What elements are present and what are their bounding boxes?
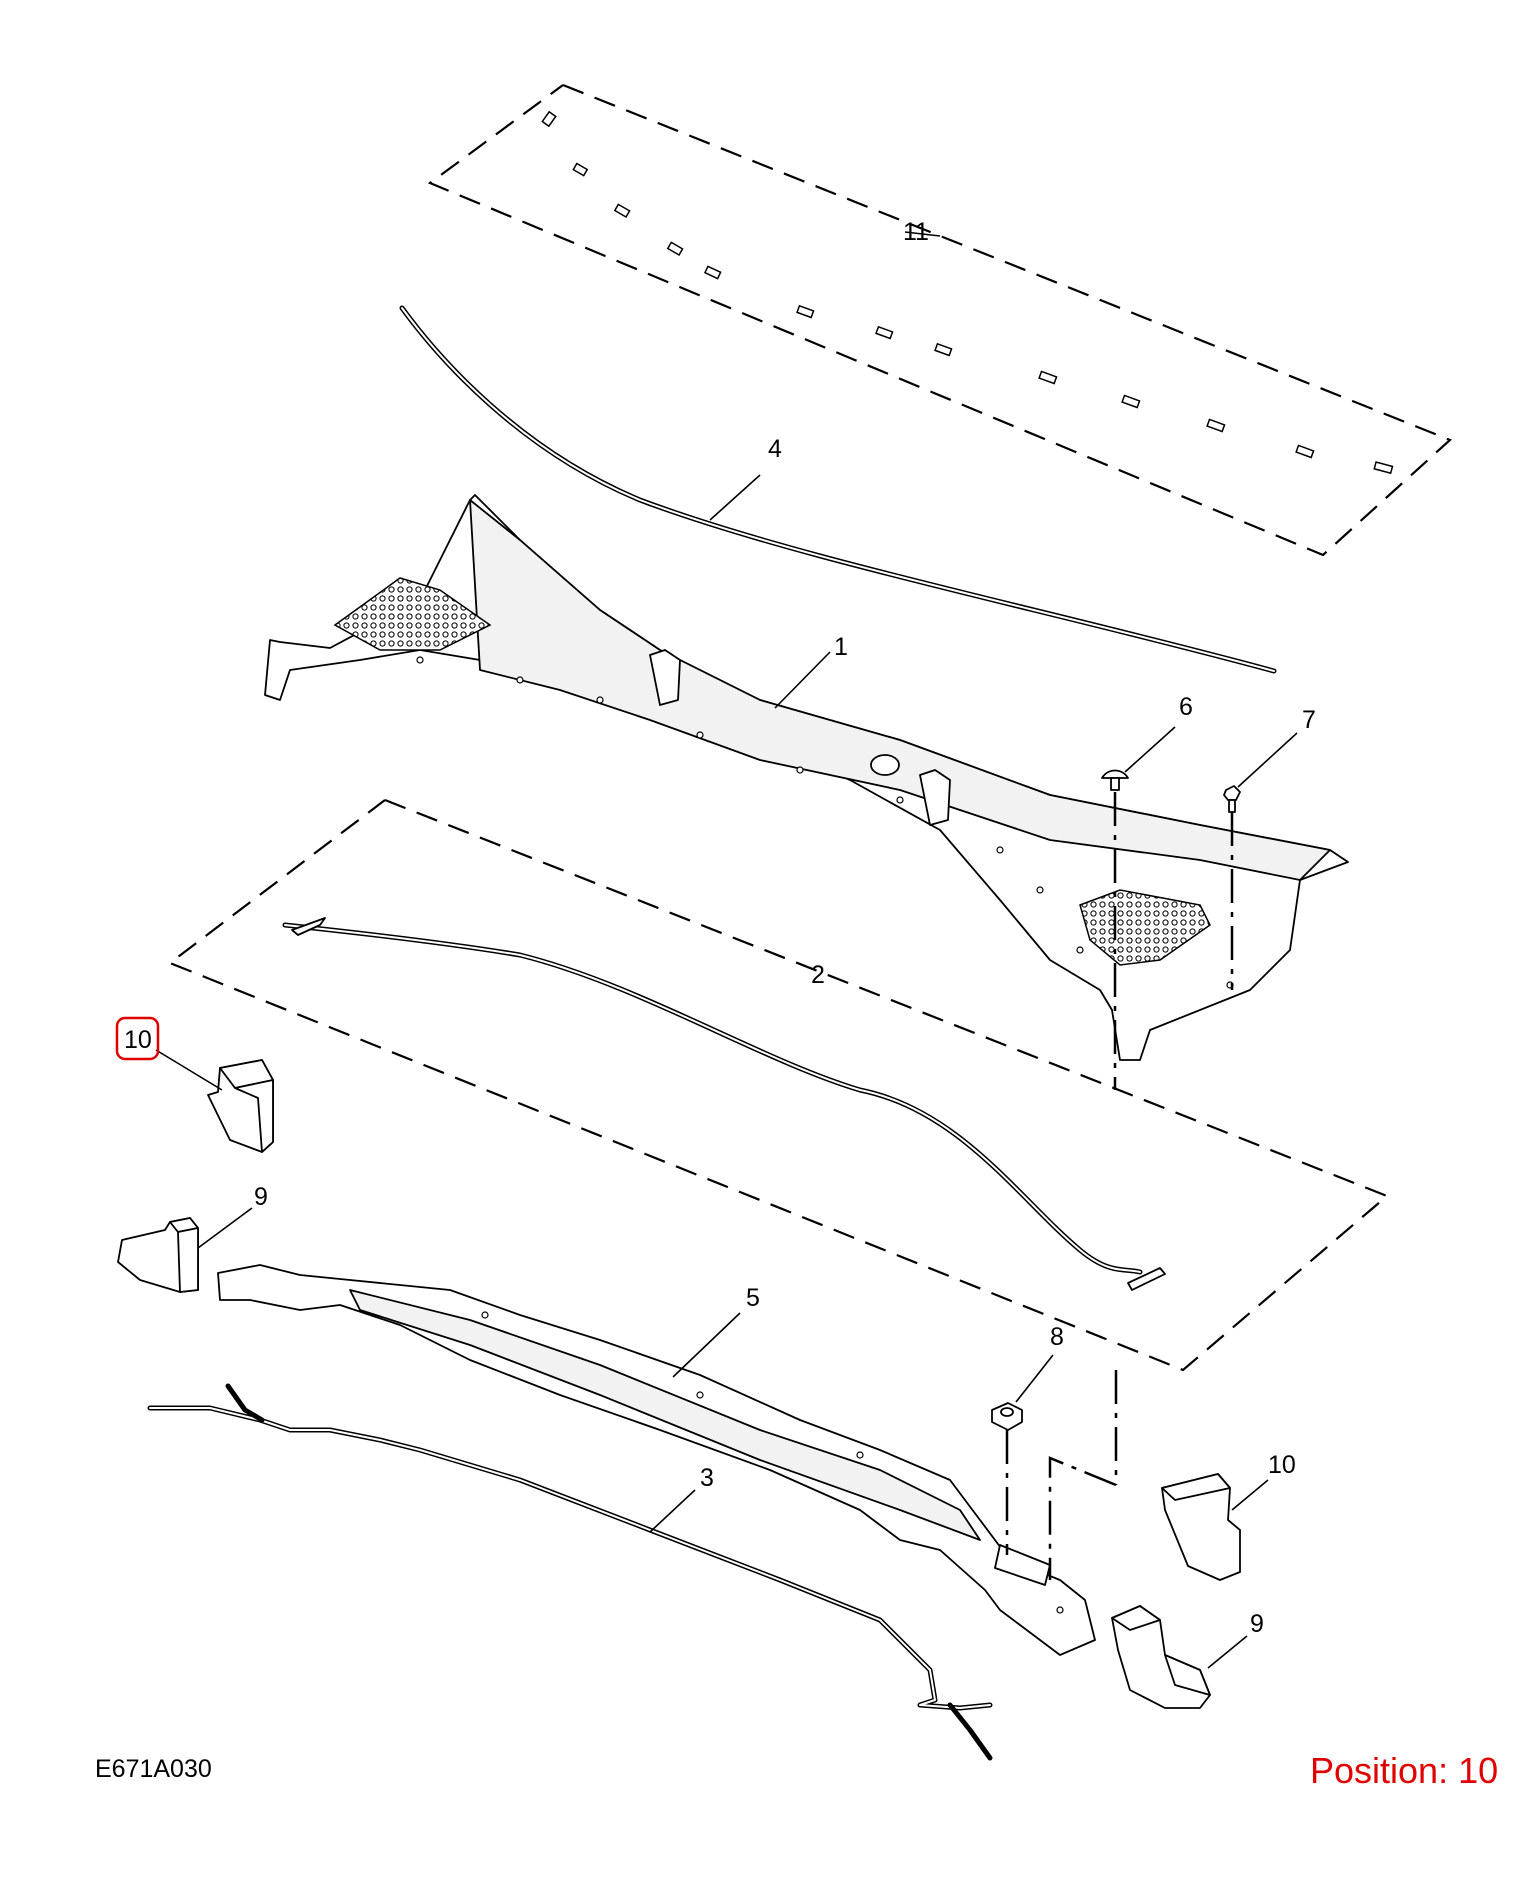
part-1-cowl-panel <box>264 494 1349 1061</box>
part-2-seal-kit <box>167 798 1390 1372</box>
part-8-nut-icon <box>991 1402 1023 1431</box>
callout-6[interactable]: 6 <box>1179 693 1193 721</box>
callout-7[interactable]: 7 <box>1302 706 1316 734</box>
part-4-seal <box>399 305 1277 674</box>
part-3-seal <box>147 1383 993 1761</box>
callout-8[interactable]: 8 <box>1050 1323 1064 1351</box>
part-6-push-pin-icon <box>1101 769 1129 791</box>
callout-2[interactable]: 2 <box>811 961 825 989</box>
assembly-lines <box>1005 792 1234 1580</box>
callout-5[interactable]: 5 <box>746 1284 760 1312</box>
highlight-box <box>115 1016 160 1061</box>
callout-10-right[interactable]: 10 <box>1268 1451 1296 1479</box>
callout-11[interactable]: 11 <box>903 218 929 246</box>
callout-4[interactable]: 4 <box>768 435 782 463</box>
callout-3[interactable]: 3 <box>700 1464 714 1492</box>
callout-10-left[interactable]: 10 <box>124 1026 152 1054</box>
part-10-block-left <box>207 1059 274 1153</box>
callout-9-left[interactable]: 9 <box>254 1183 268 1211</box>
leader-lines <box>155 231 1298 1669</box>
part-9-block-right <box>1111 1605 1211 1709</box>
part-9-block-left <box>117 1217 199 1293</box>
callout-1[interactable]: 1 <box>834 633 848 661</box>
part-10-block-right <box>1161 1473 1241 1581</box>
diagram-ref: E671A030 <box>95 1755 212 1783</box>
part-5-reinforcement <box>217 1264 1096 1656</box>
part-11-clip-kit <box>427 83 1453 557</box>
clip-icons <box>541 110 1394 475</box>
part-7-screw-icon <box>1223 785 1241 813</box>
callout-labels: 11 4 1 6 7 2 10 9 5 8 3 10 9 <box>115 218 1316 1638</box>
position-indicator: Position: 10 <box>1310 1750 1498 1791</box>
callout-9-right[interactable]: 9 <box>1250 1610 1264 1638</box>
